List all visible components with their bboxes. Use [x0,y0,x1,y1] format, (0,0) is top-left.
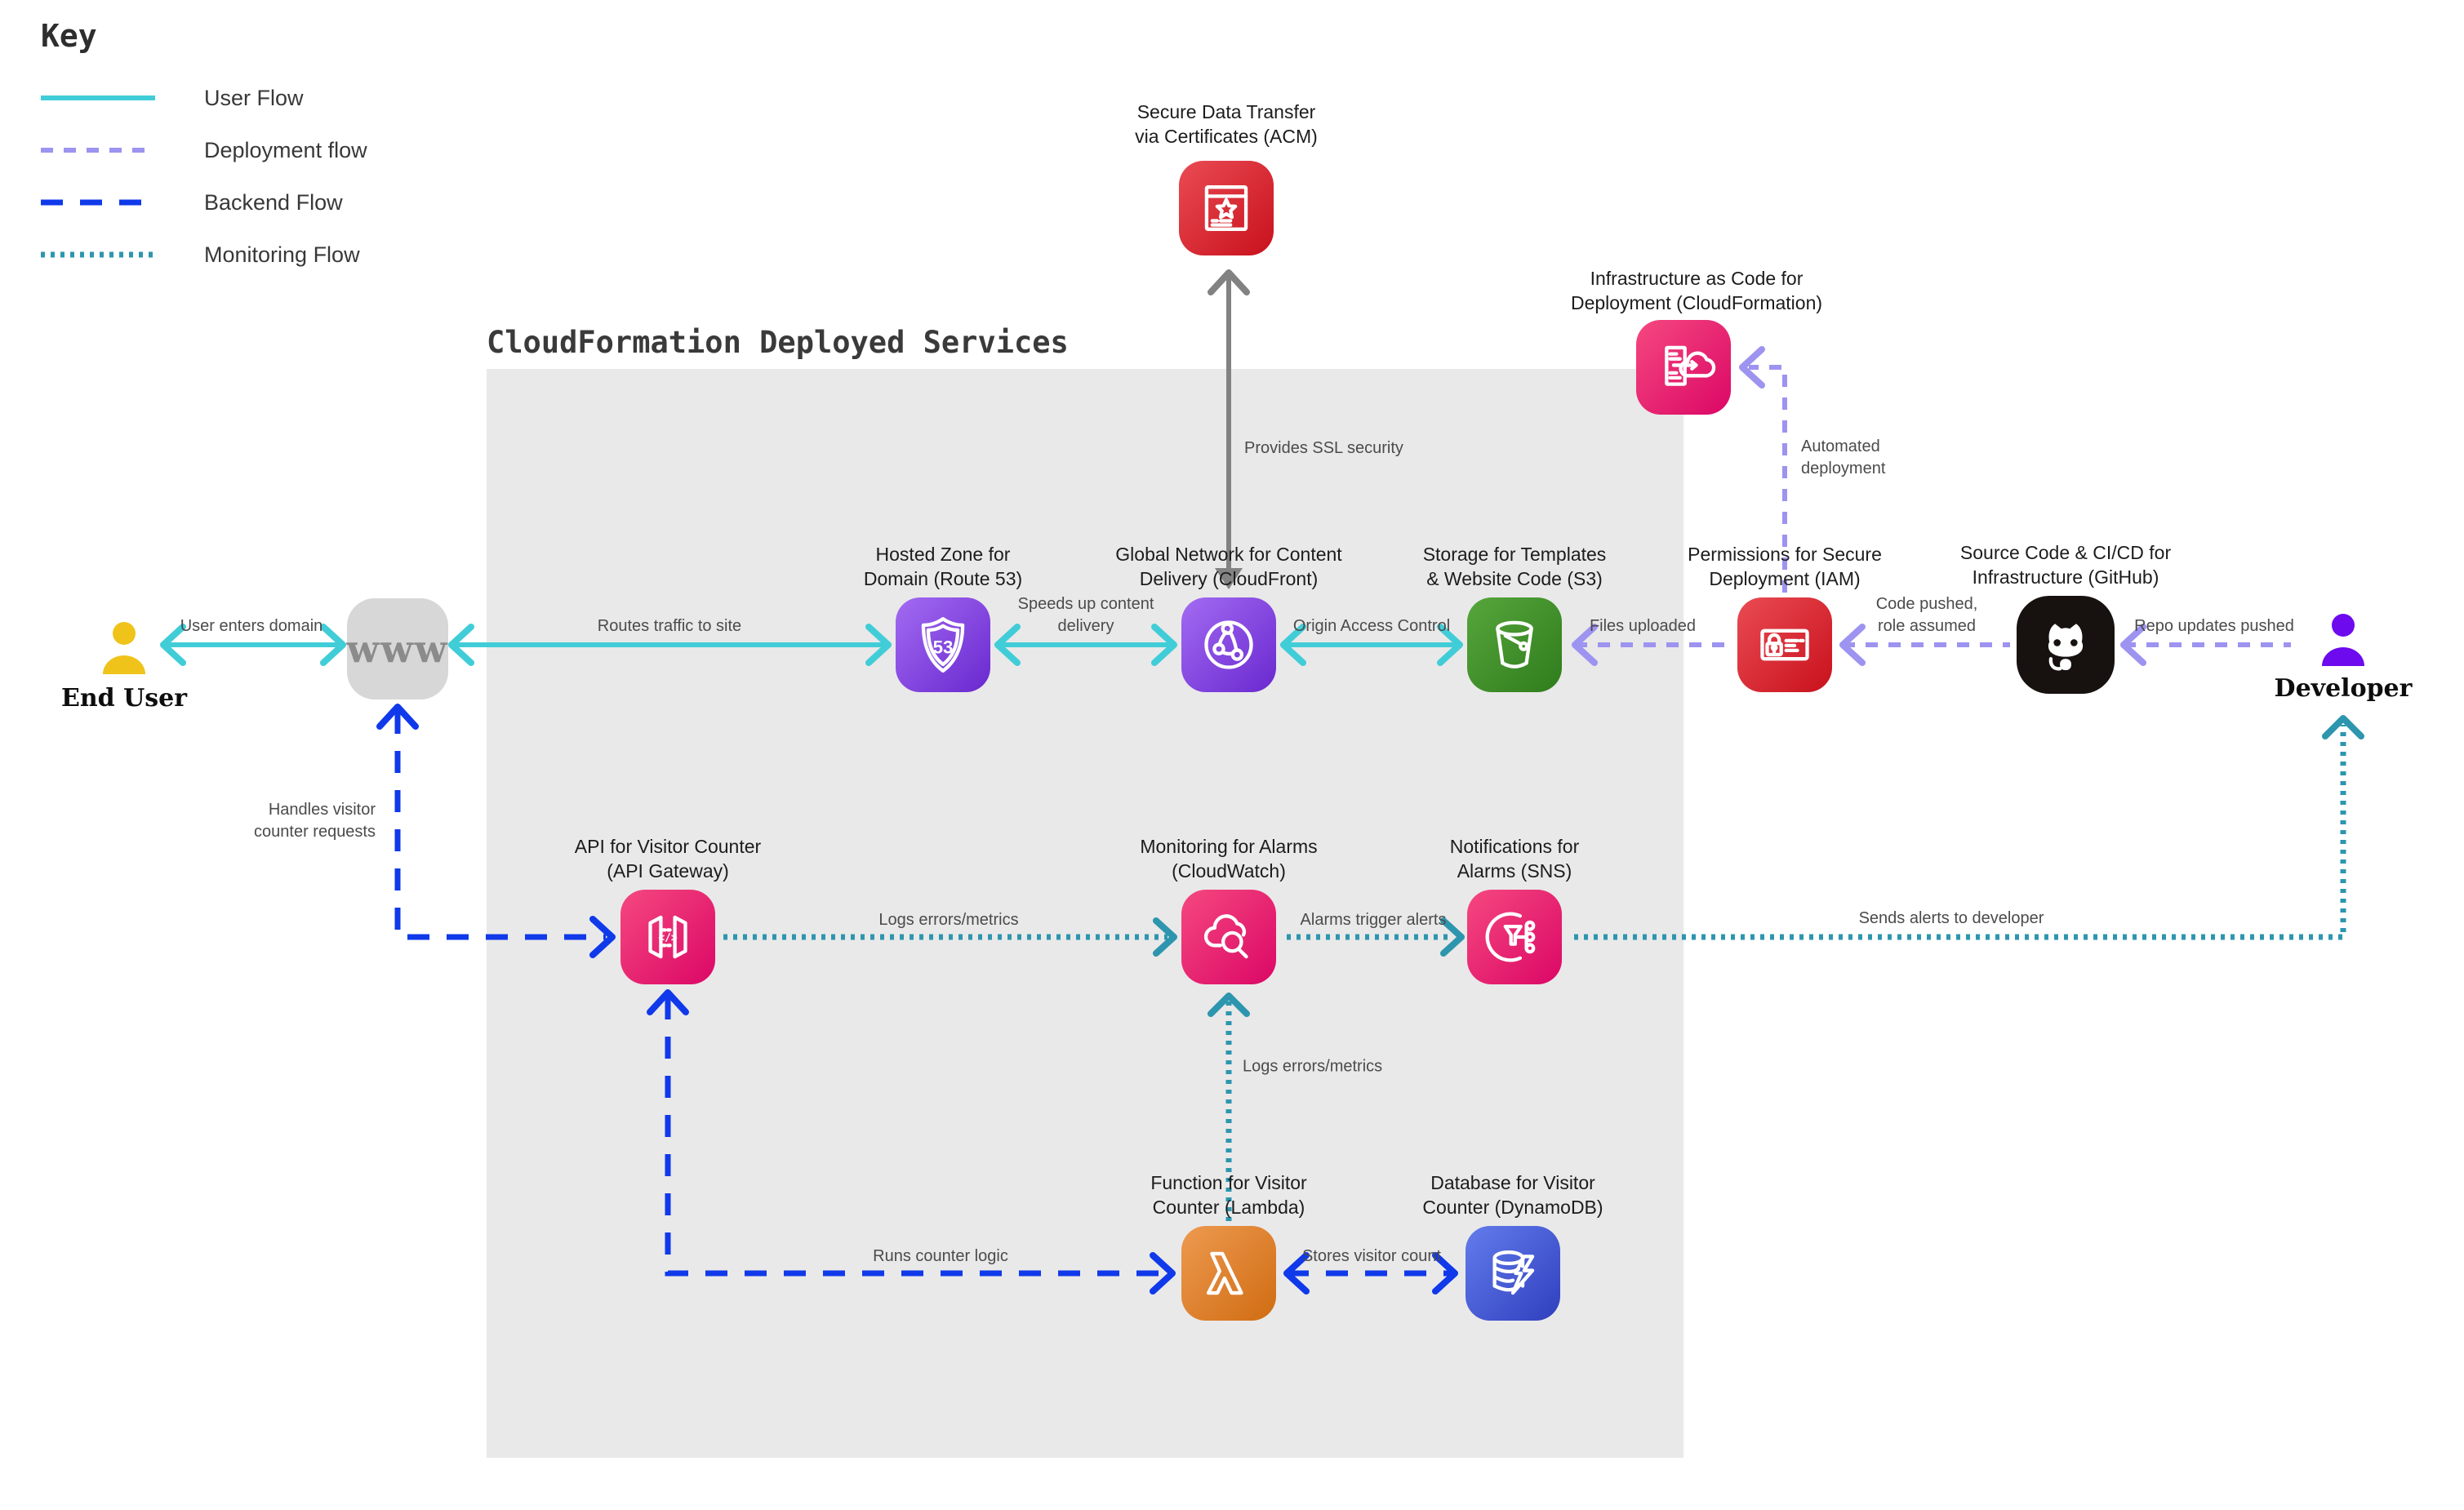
legend-item-monitoring-flow: Monitoring Flow [41,229,367,281]
iam-node-label: Permissions for Secure Deployment (IAM) [1688,544,1882,589]
legend-label: Deployment flow [204,137,367,162]
backend-flow-line-swatch [41,199,155,206]
cloudwatch-icon [1181,890,1276,984]
developer-icon [2314,611,2373,677]
svg-text:</>: </> [658,932,678,944]
user-flow-edges [160,624,1463,666]
edge-label-stores-visitor: Stores visitor count [1301,1247,1442,1265]
ssl-edge [1208,269,1250,589]
edge-label-logs-errors-lambda: Logs errors/metrics [1243,1057,1383,1076]
legend: Key User Flow Deployment flow Backend Fl… [41,18,367,281]
route53-icon: 53 [896,597,990,692]
legend-label: User Flow [204,85,304,110]
user-flow-line-swatch [41,95,155,100]
edge-label-runs-counter: Runs counter logic [873,1247,1008,1265]
route53-node-label: Hosted Zone for Domain (Route 53) [863,544,1023,589]
legend-item-backend-flow: Backend Flow [41,176,367,229]
api-gateway-icon: </> [620,890,715,984]
github-icon [2017,596,2115,694]
lambda-icon [1181,1226,1276,1321]
end-user-icon [95,619,153,685]
cloudfront-icon [1181,597,1276,692]
cloudfront-node-label: Global Network for Content Delivery (Clo… [1115,544,1342,589]
monitoring-flow-edges [723,715,2364,1221]
acm-icon [1179,161,1274,255]
dynamodb-node-label: Database for Visitor Counter (DynamoDB) [1422,1172,1603,1218]
monitoring-flow-line-swatch [41,251,155,258]
edge-label-handles-requests: Handles visitor counter requests [254,801,376,841]
edge-label-automated-deployment: Automated deployment [1801,437,1886,477]
cloudformation-node-label: Infrastructure as Code for Deployment (C… [1570,268,1823,313]
edge-label-origin-access: Origin Access Control [1292,617,1451,635]
edge-label-routes-traffic: Routes traffic to site [597,617,742,635]
edge-label-sends-alerts: Sends alerts to developer [1858,909,2044,927]
developer-label: Developer [2274,674,2413,703]
sns-node-label: Notifications for Alarms (SNS) [1449,836,1580,882]
cloudformation-icon [1636,320,1731,415]
edge-label-logs-errors-api: Logs errors/metrics [878,911,1019,929]
edge-label-files-uploaded: Files uploaded [1589,617,1697,635]
github-node-label: Source Code & CI/CD for Infrastructure (… [1959,542,2172,588]
legend-title: Key [41,18,97,54]
s3-icon [1467,597,1562,692]
legend-item-user-flow: User Flow [41,72,367,124]
edge-label-repo-updates: Repo updates pushed [2134,617,2294,635]
acm-node-label: Secure Data Transfer via Certificates (A… [1135,101,1318,147]
s3-node-label: Storage for Templates & Website Code (S3… [1422,544,1607,589]
deployment-flow-line-swatch [41,148,155,153]
legend-label: Monitoring Flow [204,242,360,267]
www-node: www [347,598,448,699]
deployment-flow-edges [1572,346,2291,666]
svg-text:53: 53 [933,637,954,657]
end-user-label: End User [60,684,188,713]
api-gateway-node-label: API for Visitor Counter (API Gateway) [574,836,762,882]
backend-flow-edges [376,704,1458,1295]
cloudwatch-node-label: Monitoring for Alarms (CloudWatch) [1140,836,1318,882]
iam-icon [1737,597,1832,692]
lambda-node-label: Function for Visitor Counter (Lambda) [1150,1172,1307,1218]
edge-label-code-pushed: Code pushed, role assumed [1875,595,1978,635]
edge-label-user-enters-domain: User enters domain [180,617,323,635]
edge-label-speeds-up: Speeds up content delivery [1017,595,1154,635]
legend-item-deployment-flow: Deployment flow [41,124,367,176]
edge-label-provides-ssl: Provides SSL security [1244,439,1403,457]
dynamodb-icon [1466,1226,1560,1321]
www-label: www [346,627,449,671]
edge-label-alarms-trigger: Alarms trigger alerts [1300,911,1447,929]
legend-label: Backend Flow [204,189,343,215]
sns-icon [1467,890,1562,984]
diagram-title: CloudFormation Deployed Services [487,325,1069,360]
